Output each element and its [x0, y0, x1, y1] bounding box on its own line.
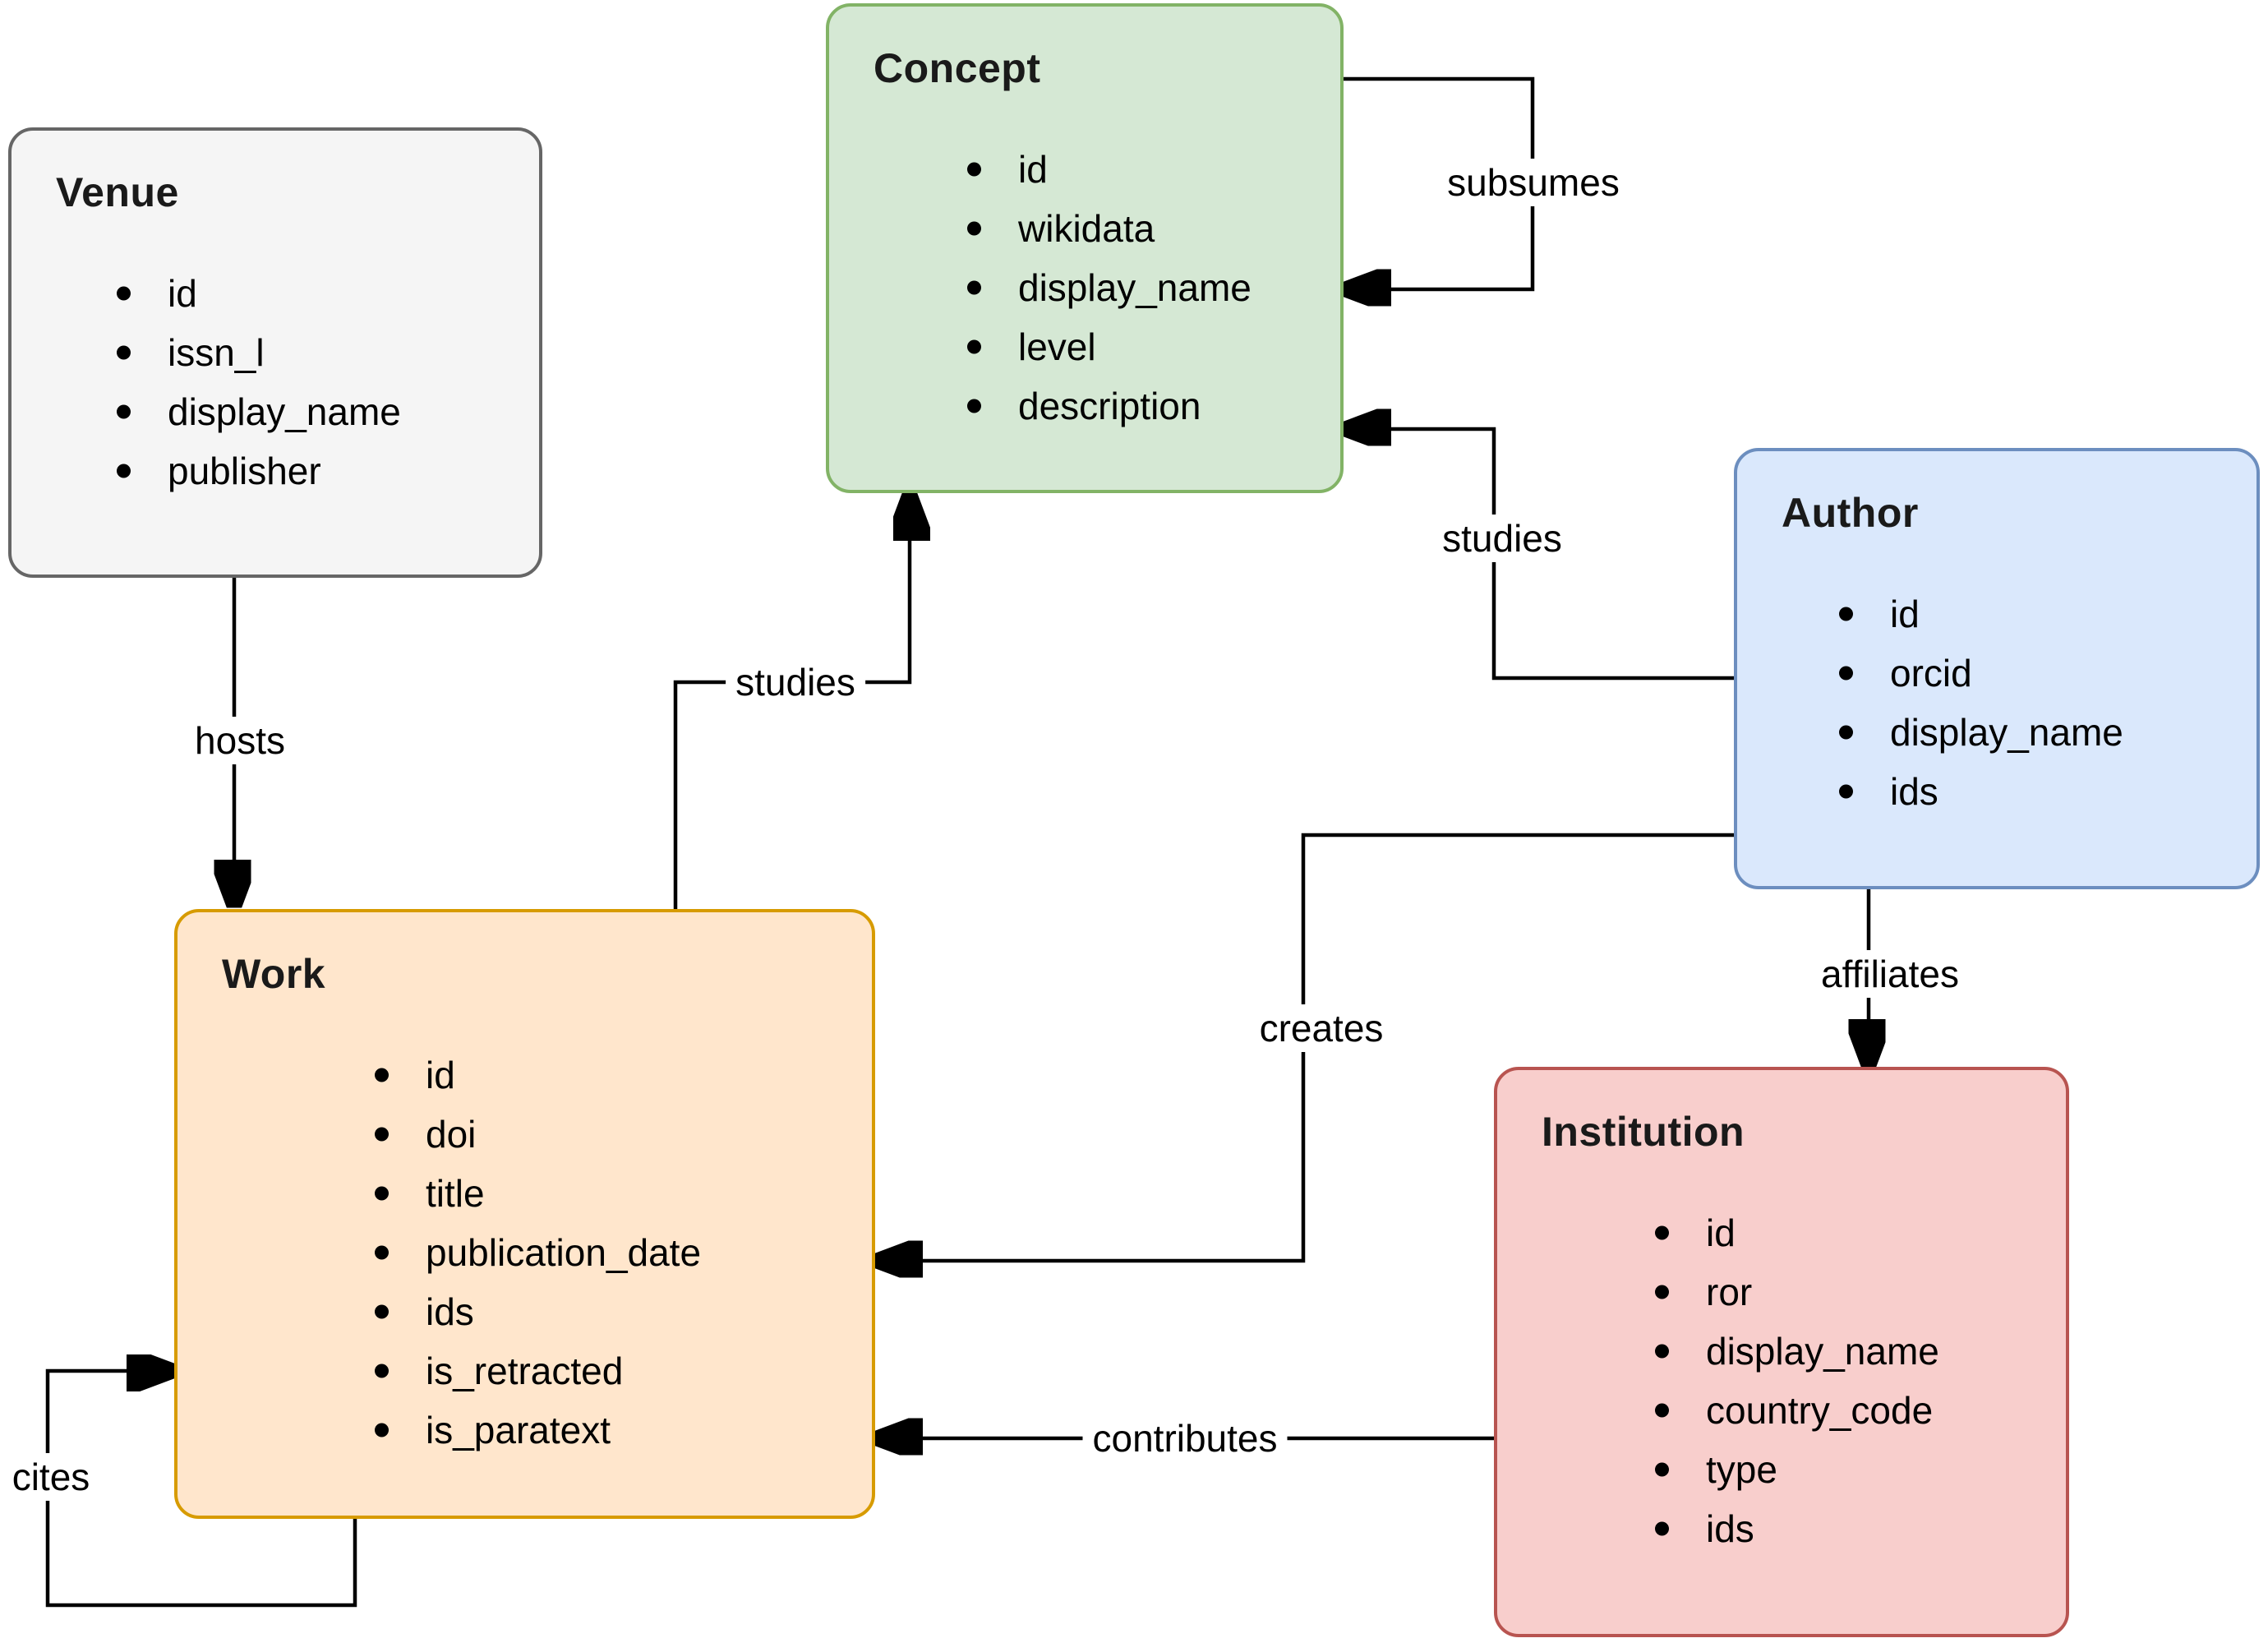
edge-label-contributes[interactable]: contributes — [1082, 1414, 1288, 1462]
edge-label-studies-author-concept[interactable]: studies — [1432, 515, 1572, 562]
attribute: wikidata — [961, 199, 1340, 258]
attribute: display_name — [1832, 703, 2256, 762]
entity-work-title: Work — [222, 951, 326, 997]
entity-work-attribute-list: id doi title publication_date ids is_ret… — [368, 1045, 872, 1460]
attribute: is_paratext — [368, 1401, 872, 1460]
attribute: doi — [368, 1105, 872, 1164]
entity-venue-title: Venue — [56, 169, 179, 215]
attribute: display_name — [110, 382, 539, 441]
attribute: id — [1832, 584, 2256, 644]
entity-author-title: Author — [1782, 490, 1919, 536]
attribute: id — [1648, 1203, 2066, 1262]
attribute: level — [961, 317, 1340, 376]
attribute: ids — [1648, 1499, 2066, 1558]
entity-concept[interactable]: Concept id wikidata display_name level d… — [826, 3, 1344, 493]
attribute: publisher — [110, 441, 539, 501]
edge-label-studies-work-concept[interactable]: studies — [726, 658, 865, 706]
entity-institution-title: Institution — [1542, 1109, 1745, 1155]
entity-venue[interactable]: Venue id issn_l display_name publisher — [8, 127, 542, 578]
entity-author[interactable]: Author id orcid display_name ids — [1734, 448, 2260, 889]
attribute: publication_date — [368, 1223, 872, 1282]
attribute: type — [1648, 1440, 2066, 1499]
entity-concept-title: Concept — [874, 45, 1041, 91]
attribute: orcid — [1832, 644, 2256, 703]
entity-concept-attribute-list: id wikidata display_name level descripti… — [961, 140, 1340, 436]
attribute: display_name — [1648, 1322, 2066, 1381]
attribute: id — [961, 140, 1340, 199]
attribute: description — [961, 376, 1340, 436]
connector-cites-self-loop[interactable] — [45, 1371, 357, 1608]
edge-label-creates[interactable]: creates — [1249, 1004, 1394, 1052]
attribute: display_name — [961, 258, 1340, 317]
entity-author-attribute-list: id orcid display_name ids — [1832, 584, 2256, 821]
edge-label-cites[interactable]: cites — [2, 1453, 100, 1501]
edge-label-affiliates[interactable]: affiliates — [1811, 950, 1969, 998]
entity-venue-attribute-list: id issn_l display_name publisher — [110, 264, 539, 501]
edge-label-subsumes[interactable]: subsumes — [1437, 159, 1630, 206]
entity-work[interactable]: Work id doi title publication_date ids i… — [174, 909, 875, 1519]
attribute: country_code — [1648, 1381, 2066, 1440]
attribute: id — [368, 1045, 872, 1105]
attribute: title — [368, 1164, 872, 1223]
attribute: is_retracted — [368, 1341, 872, 1401]
attribute: issn_l — [110, 323, 539, 382]
attribute: ror — [1648, 1262, 2066, 1322]
entity-institution[interactable]: Institution id ror display_name country_… — [1494, 1067, 2069, 1637]
edge-label-hosts[interactable]: hosts — [185, 717, 295, 764]
attribute: ids — [368, 1282, 872, 1341]
attribute: id — [110, 264, 539, 323]
attribute: ids — [1832, 762, 2256, 821]
entity-institution-attribute-list: id ror display_name country_code type id… — [1648, 1203, 2066, 1558]
